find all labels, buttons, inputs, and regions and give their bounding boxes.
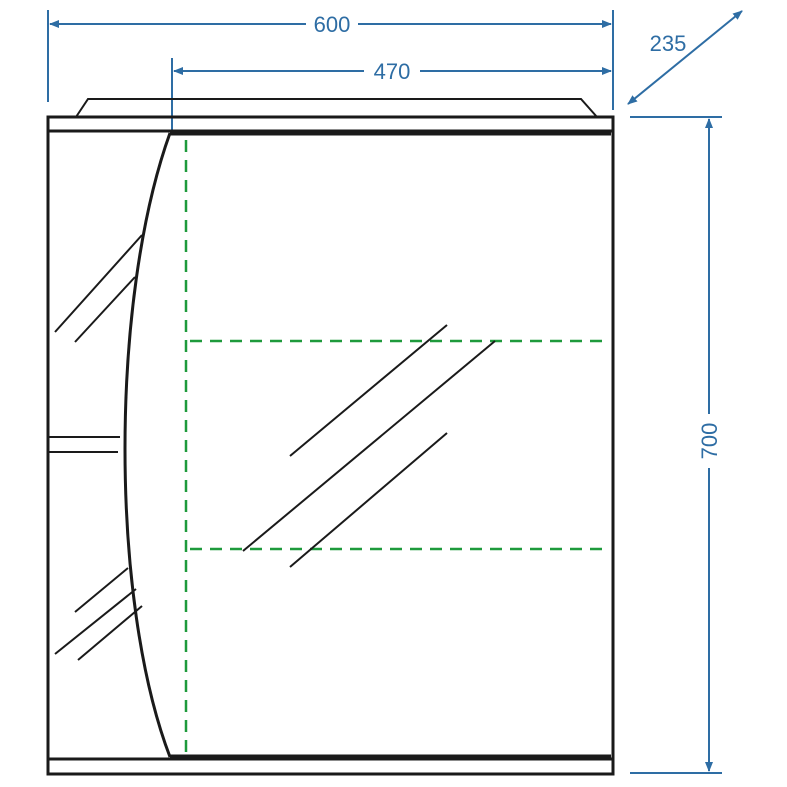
reflection-line: [289, 432, 448, 568]
bottom-panel: [46, 757, 615, 776]
door-curved-edge: [123, 132, 172, 758]
reflection-line: [74, 276, 136, 343]
reflection-line: [74, 567, 129, 613]
reflection-line: [242, 340, 496, 552]
width-dimension: 600: [47, 10, 614, 110]
reflection-line: [289, 324, 448, 457]
top-cornice: [75, 98, 598, 118]
hidden-shelves: [184, 140, 606, 755]
door-width-dimension: 470: [171, 58, 612, 130]
top-panel: [46, 115, 615, 133]
reflection-line: [54, 588, 137, 655]
cabinet-body: [46, 98, 615, 776]
door-width-label: 470: [374, 59, 411, 84]
depth-line: [627, 10, 743, 105]
depth-label: 235: [650, 31, 687, 56]
width-label: 600: [314, 12, 351, 37]
mirror-reflections: [54, 234, 496, 661]
height-dimension: 700: [630, 116, 722, 774]
height-label: 700: [697, 423, 722, 460]
depth-dimension: 235: [627, 10, 743, 105]
reflection-line: [54, 234, 143, 333]
reflection-line: [77, 605, 143, 661]
